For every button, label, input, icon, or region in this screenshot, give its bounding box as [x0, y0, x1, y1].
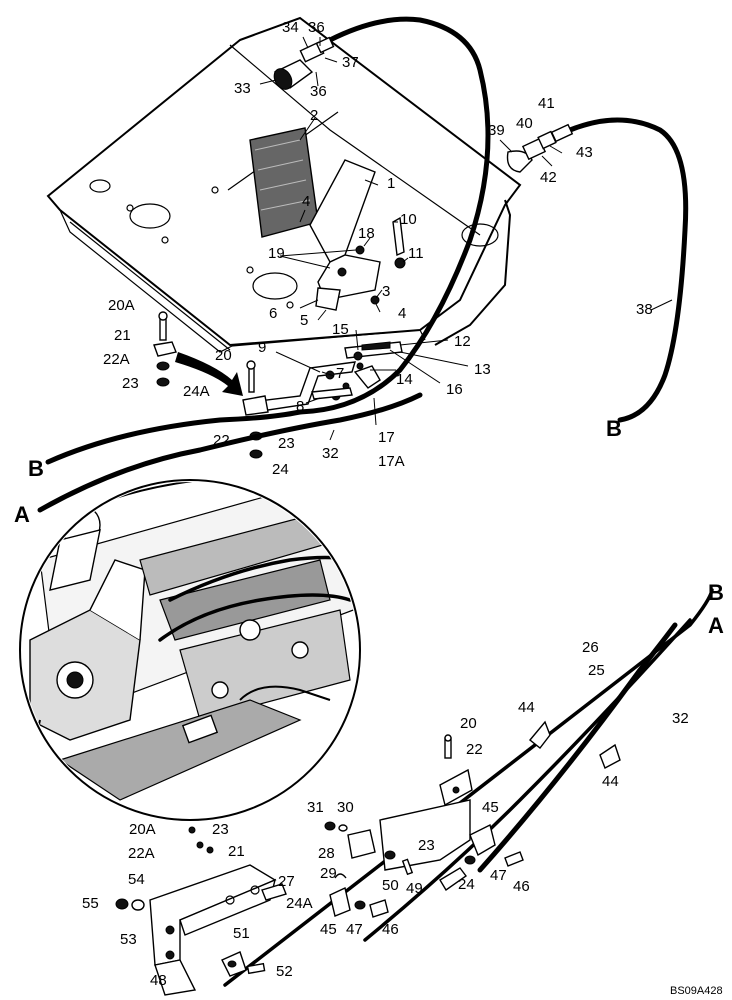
callout-c4a: 4 [302, 193, 310, 210]
callout-c17: 17 [378, 429, 395, 446]
callout-c47b: 47 [346, 921, 363, 938]
callout-c44a: 44 [518, 699, 535, 716]
callout-c51: 51 [233, 925, 250, 942]
callout-c50: 50 [382, 877, 399, 894]
callout-c31: 31 [307, 799, 324, 816]
callout-c45b: 45 [320, 921, 337, 938]
callout-c11: 11 [408, 245, 424, 262]
cable-end-label-b-3: B [708, 580, 724, 605]
callout-c2: 2 [310, 107, 318, 124]
callout-c4b: 4 [398, 305, 406, 322]
pivot-bracket-lower [324, 734, 524, 892]
callout-c32a: 32 [322, 445, 339, 462]
callout-c22a_top: 22A [103, 351, 130, 368]
lower-small-parts [115, 826, 389, 977]
callout-c20_top: 20 [215, 347, 232, 364]
callout-c17a: 17A [378, 453, 405, 470]
callout-c16: 16 [446, 381, 463, 398]
callout-c45a: 45 [482, 799, 499, 816]
cable-end-label-a-1: A [14, 502, 30, 527]
callout-c24a_top: 24A [183, 383, 210, 400]
clips-44 [529, 720, 621, 769]
callout-c5: 5 [300, 312, 308, 329]
callout-c53: 53 [120, 931, 137, 948]
callout-c24a_low: 24A [286, 895, 313, 912]
callout-c40: 40 [516, 115, 533, 132]
callout-c27: 27 [278, 873, 295, 890]
callout-c34: 34 [282, 19, 299, 36]
callout-c38: 38 [636, 301, 653, 318]
cable-end-label-a-4: A [708, 613, 724, 638]
callout-c52: 52 [276, 963, 293, 980]
cable-end-label-b-2: B [606, 416, 622, 441]
callout-c7: 7 [336, 365, 344, 382]
callout-c20a_top: 20A [108, 297, 135, 314]
detail-inset [19, 479, 361, 821]
callout-c22_top: 22 [213, 432, 230, 449]
callout-c54: 54 [128, 871, 145, 888]
callout-c32b: 32 [672, 710, 689, 727]
mounting-bracket-48 [149, 864, 277, 996]
callout-c3: 3 [382, 283, 390, 300]
callout-c8: 8 [296, 398, 304, 415]
callout-c29: 29 [320, 865, 337, 882]
pedal-bracket [309, 159, 406, 311]
callout-c13: 13 [474, 361, 491, 378]
callout-c21_top: 21 [114, 327, 131, 344]
callout-c20a_low: 20A [129, 821, 156, 838]
callout-c47a: 47 [490, 867, 507, 884]
callout-c1: 1 [387, 175, 395, 192]
callout-c39: 39 [488, 122, 505, 139]
callout-c46b: 46 [382, 921, 399, 938]
callout-c36a: 36 [308, 19, 325, 36]
callout-c10: 10 [400, 211, 417, 228]
callout-c46a: 46 [513, 878, 530, 895]
foot-pad [249, 127, 319, 238]
callout-c41: 41 [538, 95, 555, 112]
callout-c14: 14 [396, 371, 413, 388]
cable-32-lower [477, 622, 678, 873]
callout-c24_low: 24 [458, 876, 475, 893]
cables-a-b-upper [37, 392, 423, 513]
cable-end-label-b-0: B [28, 456, 44, 481]
callout-c42: 42 [540, 169, 557, 186]
callout-c48: 48 [150, 972, 167, 989]
callout-c23_top: 23 [122, 375, 139, 392]
throttle-cable-top [273, 16, 491, 415]
callout-c25: 25 [588, 662, 605, 679]
callout-c49: 49 [406, 880, 423, 897]
callout-c26: 26 [582, 639, 599, 656]
drawing-code: BS09A428 [670, 985, 723, 997]
choke-cable [434, 117, 689, 423]
callout-c33: 33 [234, 80, 251, 97]
callout-c44b: 44 [602, 773, 619, 790]
callout-c28: 28 [318, 845, 335, 862]
callout-c23_bl: 23 [212, 821, 229, 838]
callout-c12: 12 [454, 333, 471, 350]
callout-c15: 15 [332, 321, 349, 338]
callout-c37: 37 [342, 54, 359, 71]
callout-c18: 18 [358, 225, 375, 242]
callout-c20_low: 20 [460, 715, 477, 732]
linkage-assembly [248, 341, 403, 413]
callout-c23_low: 23 [418, 837, 435, 854]
callout-c36b: 36 [310, 83, 327, 100]
callout-c43: 43 [576, 144, 593, 161]
callout-c24_top: 24 [272, 461, 289, 478]
direction-arrow [175, 352, 243, 396]
callout-c22_low: 22 [466, 741, 483, 758]
callout-c9: 9 [258, 339, 266, 356]
callout-c30: 30 [337, 799, 354, 816]
callout-c21_low: 21 [228, 843, 245, 860]
callout-c55: 55 [82, 895, 99, 912]
callout-c6: 6 [269, 305, 277, 322]
leader-lines [259, 36, 673, 441]
callout-c19: 19 [268, 245, 285, 262]
callout-c22a_low: 22A [128, 845, 155, 862]
callout-c23_mid: 23 [278, 435, 295, 452]
